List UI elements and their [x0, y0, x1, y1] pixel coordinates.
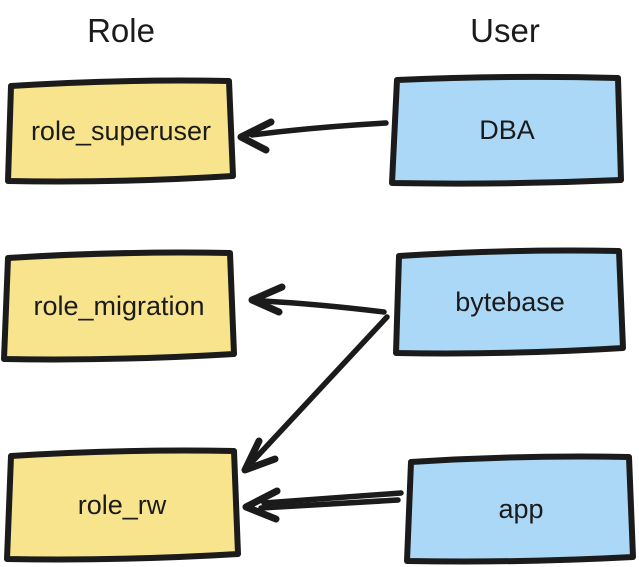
arrow-shaft	[249, 120, 389, 138]
column-header-user: User	[470, 12, 540, 49]
arrowhead-icon	[248, 283, 286, 316]
node-user-dba: DBA	[389, 73, 624, 187]
edge-app-to-role-rw	[242, 487, 404, 523]
node-label: role_migration	[33, 291, 204, 321]
node-role-superuser: role_superuser	[5, 77, 236, 185]
node-box	[393, 247, 626, 357]
arrowhead-icon	[241, 437, 279, 474]
node-label: role_rw	[78, 490, 167, 520]
node-user-app: app	[404, 453, 636, 565]
node-label: role_superuser	[31, 116, 211, 146]
arrow-shaft	[261, 490, 404, 506]
edge-bytebase-to-role-migration	[248, 283, 387, 316]
node-label: bytebase	[455, 287, 565, 317]
arrow-shaft	[248, 314, 390, 466]
node-label: app	[498, 494, 543, 524]
arrowhead-icon	[237, 118, 275, 154]
edge-bytebase-to-role-rw	[241, 314, 390, 474]
node-role-migration: role_migration	[1, 249, 237, 363]
node-label: DBA	[479, 115, 535, 145]
column-header-role: Role	[87, 12, 155, 49]
node-box	[404, 453, 636, 565]
arrowhead-icon	[242, 487, 281, 523]
arrow-shaft	[258, 497, 401, 511]
arrow-shaft	[260, 298, 387, 315]
node-user-bytebase: bytebase	[393, 247, 626, 357]
edge-dba-to-role-superuser	[237, 118, 389, 154]
node-box	[5, 77, 236, 185]
node-box	[389, 73, 624, 187]
node-role-rw: role_rw	[4, 447, 241, 563]
node-box	[4, 447, 241, 563]
node-box	[1, 249, 237, 363]
